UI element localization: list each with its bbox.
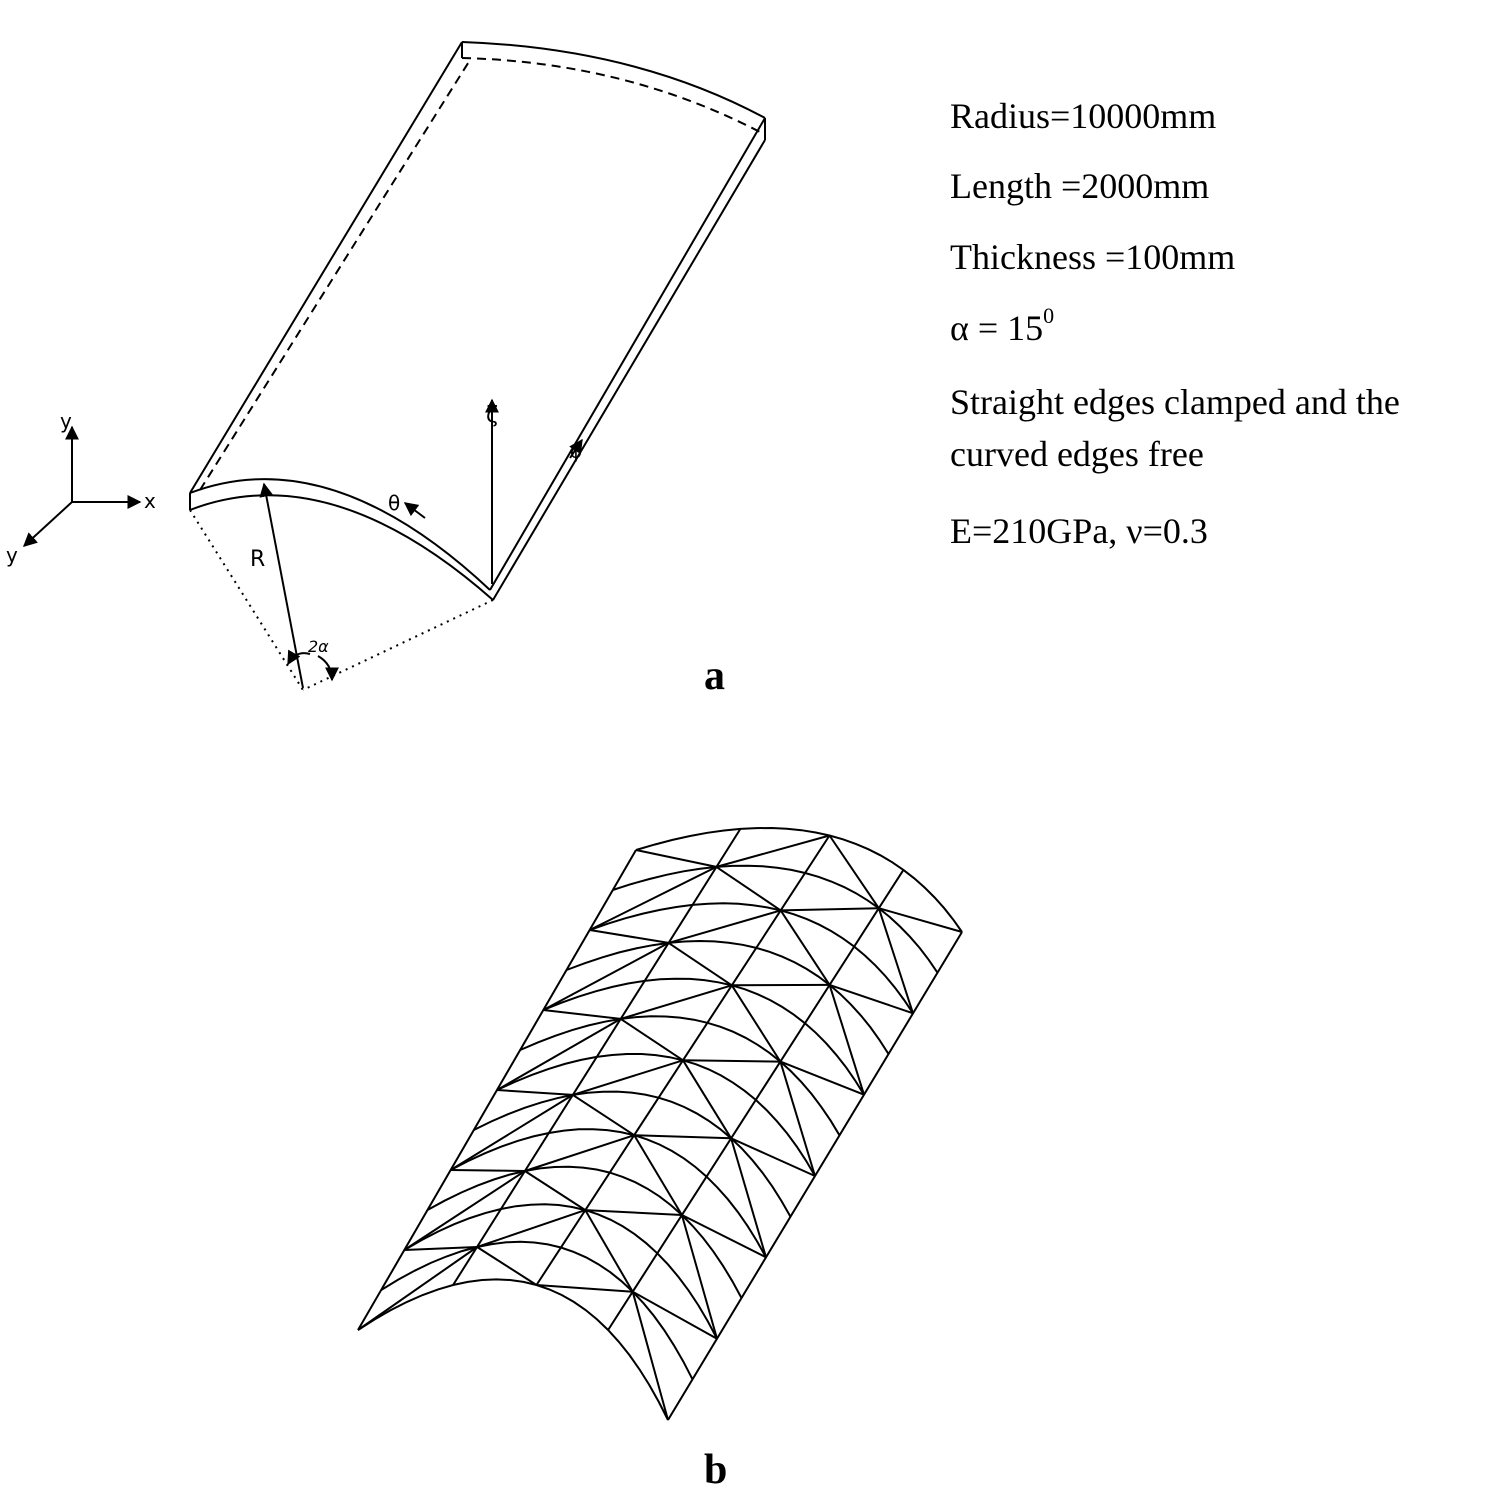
mesh-diagonal-line <box>633 1134 683 1216</box>
mesh-diagonal-line <box>620 984 733 1020</box>
panel-label-a: a <box>704 653 725 699</box>
mesh-curve-line <box>380 1240 694 1380</box>
mesh-diagonal-line <box>496 1089 573 1096</box>
mesh-diagonal-line <box>357 1246 478 1331</box>
angle-arc-right <box>317 655 339 682</box>
spec-alpha-superscript: 0 <box>1043 303 1055 328</box>
mesh-diagonal-line <box>730 1138 767 1258</box>
mesh-curve-line <box>473 1090 792 1218</box>
mesh-diagonal-line <box>542 942 670 1011</box>
coordinate-axes <box>22 425 142 547</box>
construction-lines <box>189 509 494 691</box>
mesh-curve-line <box>519 1015 841 1136</box>
axis-z-label: y <box>6 543 18 567</box>
mesh-curve-line <box>403 1203 718 1340</box>
mesh-curve-line <box>427 1165 743 1299</box>
front-curved-edge-inner <box>189 494 494 601</box>
mesh-diagonal-line <box>404 1246 478 1251</box>
spec-material: E=210GPa, ν=0.3 <box>950 511 1208 551</box>
mesh-curve-line <box>496 1053 816 1177</box>
mesh-diagonal-line <box>584 1209 634 1293</box>
phi-label: φ <box>570 442 582 463</box>
mesh-diagonal-line <box>450 1094 574 1171</box>
mesh-diagonal-line <box>536 1284 633 1293</box>
mesh-diagonal-line <box>585 1209 682 1216</box>
mesh-diagonal-line <box>730 984 782 1063</box>
zeta-label: ζ <box>486 403 498 428</box>
mesh-diagonal-line <box>716 834 830 868</box>
mesh-diagonal-line <box>635 849 717 868</box>
theta-label: θ <box>388 491 400 515</box>
angle-arc-left <box>287 649 311 666</box>
back-curved-edge <box>461 41 766 119</box>
mesh-diagonal-line <box>680 1214 718 1339</box>
right-straight-edge-top <box>489 117 766 591</box>
axis-z-arrow <box>22 501 73 547</box>
mesh-diagonal-line <box>572 1059 684 1096</box>
mesh-diagonal-line <box>715 866 782 912</box>
mesh-diagonal-line <box>779 1061 816 1177</box>
mesh-diagonal-line <box>572 1094 635 1137</box>
mesh-diagonal-line <box>543 1009 621 1020</box>
mesh-diagonal-line <box>496 1018 622 1091</box>
phi-arrow <box>569 438 583 459</box>
mesh-diagonal-line <box>682 1059 732 1139</box>
mesh-diagonal-line <box>403 1170 526 1251</box>
mesh-diagonal-line <box>878 907 963 933</box>
radius-label: R <box>250 547 265 572</box>
mesh-diagonal-line <box>589 866 717 931</box>
mesh-diagonal-line <box>779 909 831 986</box>
radius-arrow <box>259 482 304 689</box>
mesh-diagonal-line <box>877 907 914 1014</box>
diagram-a-labels: y x y R 2α θ ζ φ <box>6 403 582 656</box>
mesh-longitudinal-line <box>607 869 905 1331</box>
mesh-diagonal-line <box>780 907 879 912</box>
axis-x-label: x <box>144 489 156 513</box>
shell-body <box>189 41 766 601</box>
mesh-curve-line <box>357 1278 669 1421</box>
front-curved-edge <box>189 478 491 591</box>
angle-label: 2α <box>308 637 329 656</box>
mesh-diagonal-line <box>632 1290 718 1340</box>
mesh-diagonal-line <box>668 909 781 944</box>
mesh-diagonal-line <box>668 942 733 987</box>
spec-alpha: α = 150 <box>950 302 1054 354</box>
mesh-curve-line <box>566 939 890 1055</box>
mesh-curve-line <box>450 1128 767 1258</box>
spec-edges-line2: curved edges free <box>950 434 1204 474</box>
back-curved-edge-hidden <box>461 57 761 133</box>
mesh-diagonal-line <box>828 984 865 1095</box>
mesh-diagonal-line <box>450 1169 525 1172</box>
axis-y-label: y <box>60 409 72 433</box>
spec-thickness: Thickness =100mm <box>950 237 1236 277</box>
diagram-b-mesh <box>357 826 963 1421</box>
spec-length: Length =2000mm <box>950 166 1210 206</box>
mesh-diagonal-line <box>780 1060 865 1096</box>
diagram-a <box>22 41 766 691</box>
dotted-radius-left <box>189 509 304 691</box>
theta-arrow <box>403 502 426 519</box>
mesh-diagonal-line <box>829 983 914 1015</box>
mesh-diagonal-line <box>476 1209 586 1248</box>
mesh-diagonal-line <box>730 1137 816 1177</box>
right-straight-edge-bottom <box>492 139 766 601</box>
mesh-diagonal-line <box>524 1170 586 1211</box>
mesh-longitudinal-line <box>452 828 742 1286</box>
spec-alpha-value: α = 15 <box>950 308 1044 348</box>
spec-radius: Radius=10000mm <box>950 96 1217 136</box>
mesh-diagonal-line <box>634 1134 732 1140</box>
spec-edges-line1: Straight edges clamped and the <box>950 382 1400 422</box>
mesh-diagonal-line <box>476 1246 538 1286</box>
mesh-diagonal-line <box>828 834 880 909</box>
mesh-diagonal-line <box>524 1134 635 1172</box>
mesh-diagonal-line <box>681 1214 767 1259</box>
panel-label-b: b <box>704 1447 728 1493</box>
mesh-diagonal-line <box>620 1018 684 1062</box>
left-hidden-edge <box>199 59 471 491</box>
left-straight-edge <box>189 41 463 494</box>
mesh-diagonal-line <box>631 1291 669 1421</box>
mesh-diagonal-line <box>682 1059 781 1063</box>
mesh-diagonal-line <box>589 929 669 944</box>
